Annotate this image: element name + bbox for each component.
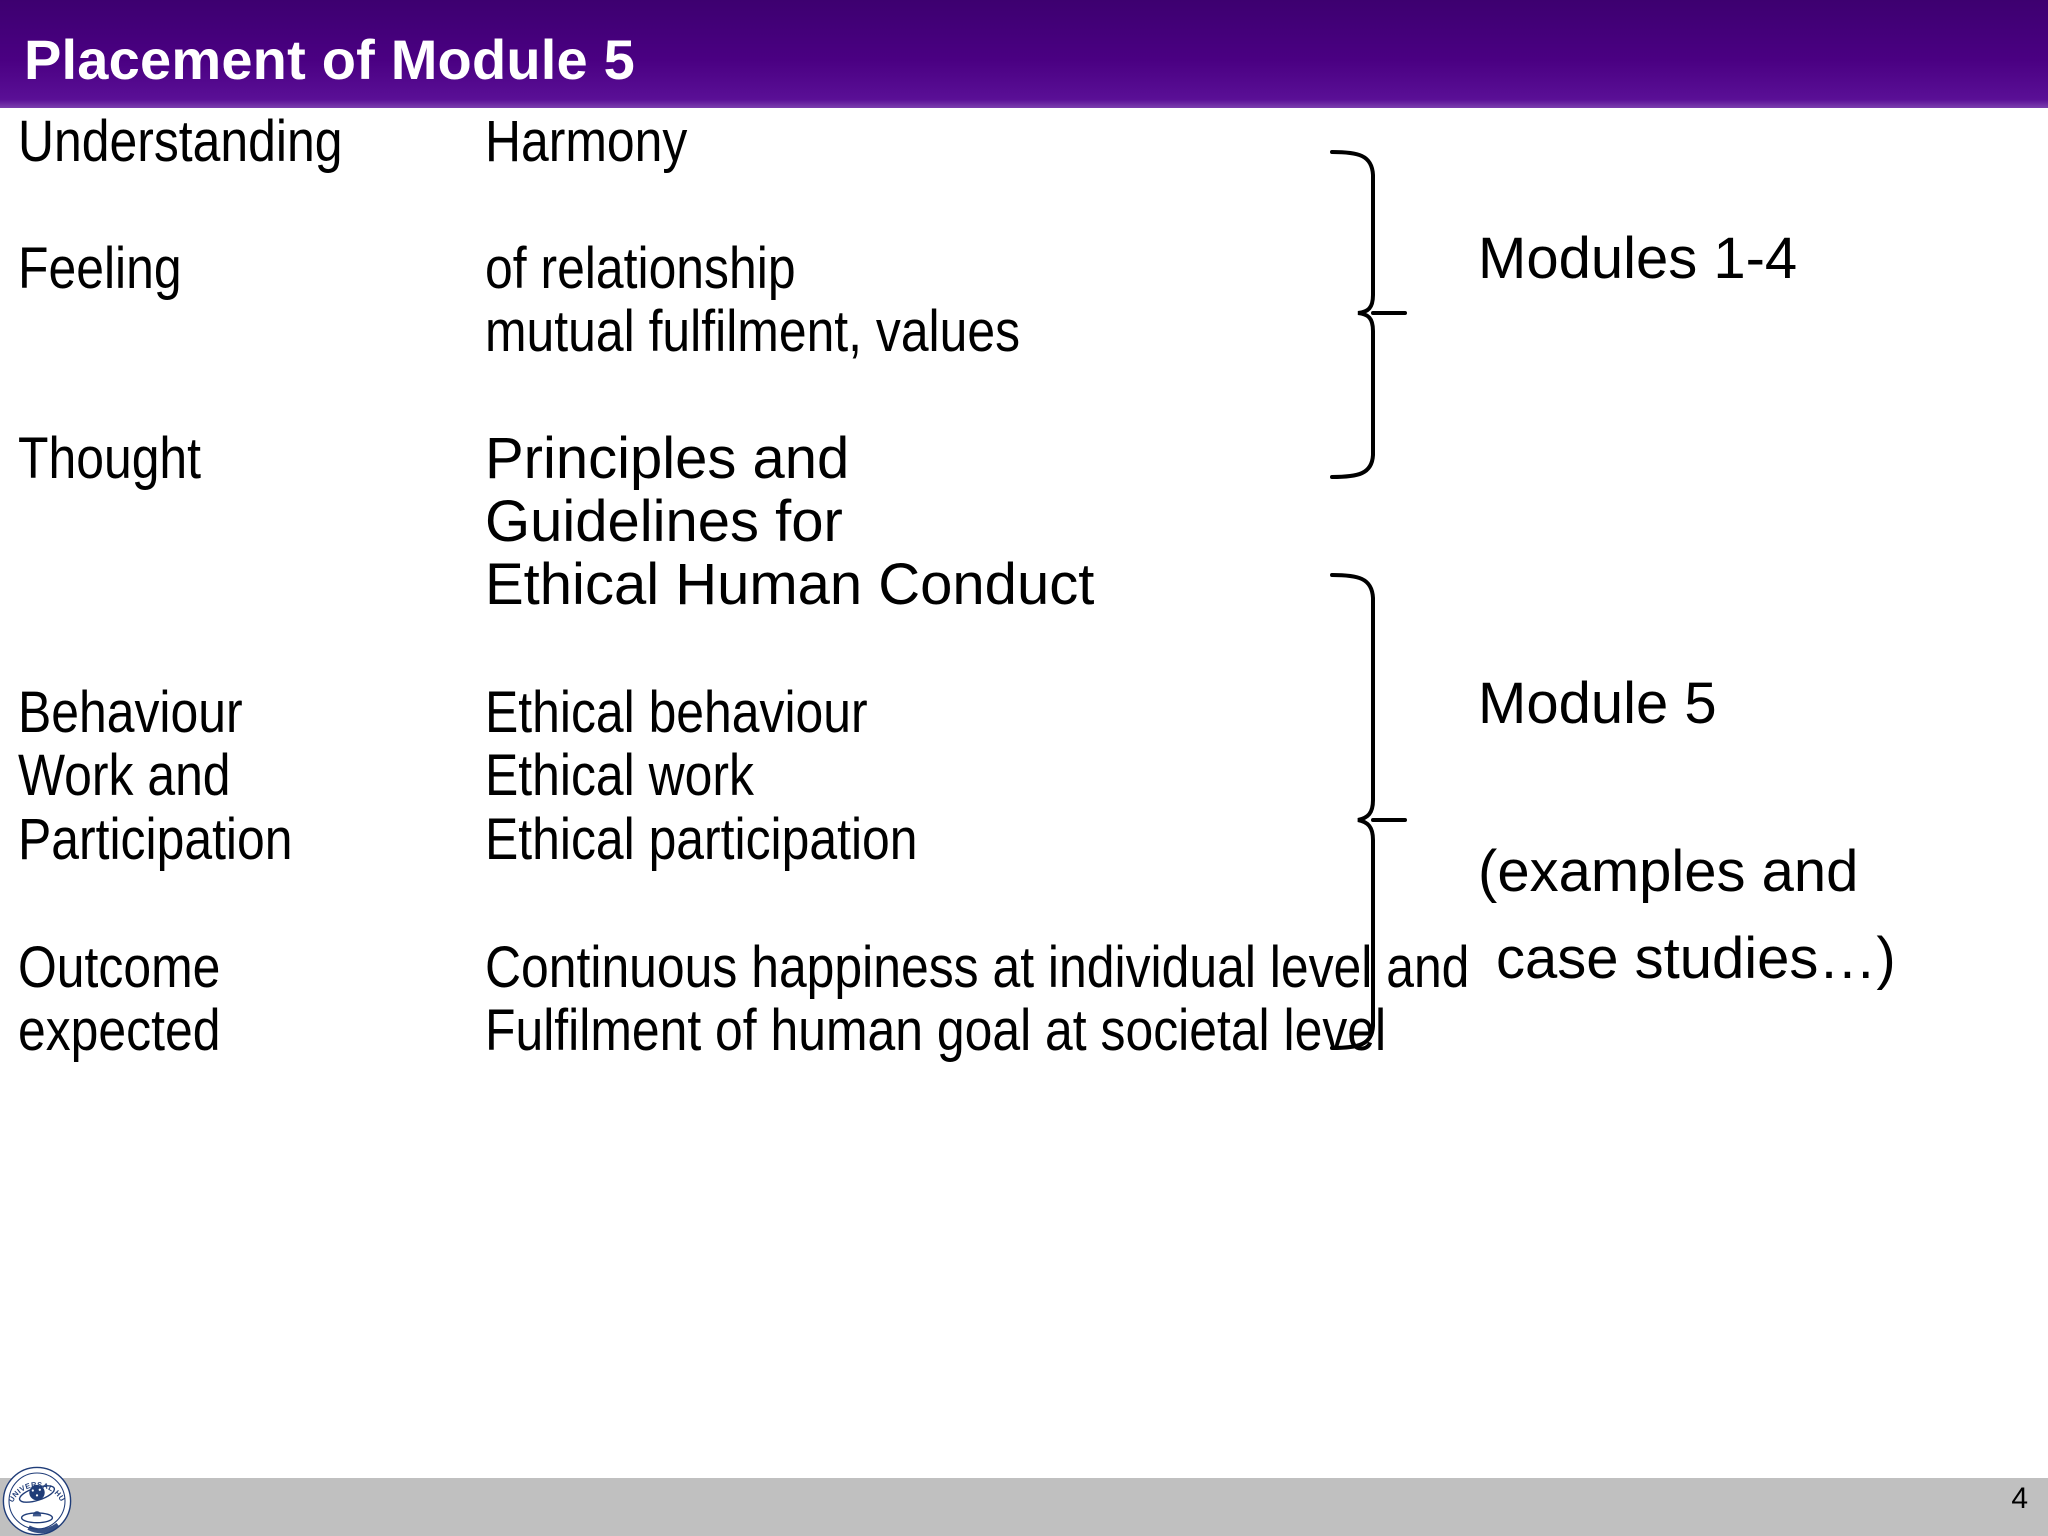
row-value-ethical-work: Ethical work [485, 743, 754, 808]
row-label-outcome: Outcome [18, 935, 221, 1000]
slide-title-bar: Placement of Module 5 [0, 0, 2048, 108]
row-value-ethical-behaviour: Ethical behaviour [485, 680, 868, 745]
row-label-work-and: Work and [18, 743, 231, 808]
row-value-mutual-fulfilment: mutual fulfilment, values [485, 299, 1021, 364]
group-label-modules-1-4: Modules 1-4 [1478, 226, 1798, 291]
page-title: Placement of Module 5 [24, 28, 635, 91]
group-note-examples-line2: case studies…) [1496, 926, 1896, 991]
group-label-module-5: Module 5 [1478, 671, 1717, 736]
row-label-understanding: Understanding [18, 109, 343, 174]
row-label-participation: Participation [18, 807, 293, 872]
row-value-principles-and: Principles and [485, 426, 850, 491]
footer-bar [0, 1478, 2048, 1536]
row-value-outcome-line2: Fulfilment of human goal at societal lev… [485, 998, 1387, 1063]
row-value-outcome-line1: Continuous happiness at individual level… [485, 935, 1470, 1000]
row-value-of-relationship: of relationship [485, 236, 796, 301]
universal-human-values-logo-icon: UNIVERSAL HUMAN VALUES [2, 1466, 72, 1536]
row-label-feeling: Feeling [18, 236, 182, 301]
row-value-ethical-participation: Ethical participation [485, 807, 918, 872]
brace-modules-1-4 [1330, 150, 1375, 479]
row-value-ethical-human-conduct: Ethical Human Conduct [485, 552, 1095, 617]
row-label-expected: expected [18, 998, 221, 1063]
row-value-harmony: Harmony [485, 109, 688, 174]
row-label-thought: Thought [18, 426, 202, 491]
page-number: 4 [2011, 1482, 2028, 1515]
row-label-behaviour: Behaviour [18, 680, 243, 745]
group-note-examples-line1: (examples and [1478, 839, 1859, 904]
row-value-guidelines-for: Guidelines for [485, 489, 843, 554]
